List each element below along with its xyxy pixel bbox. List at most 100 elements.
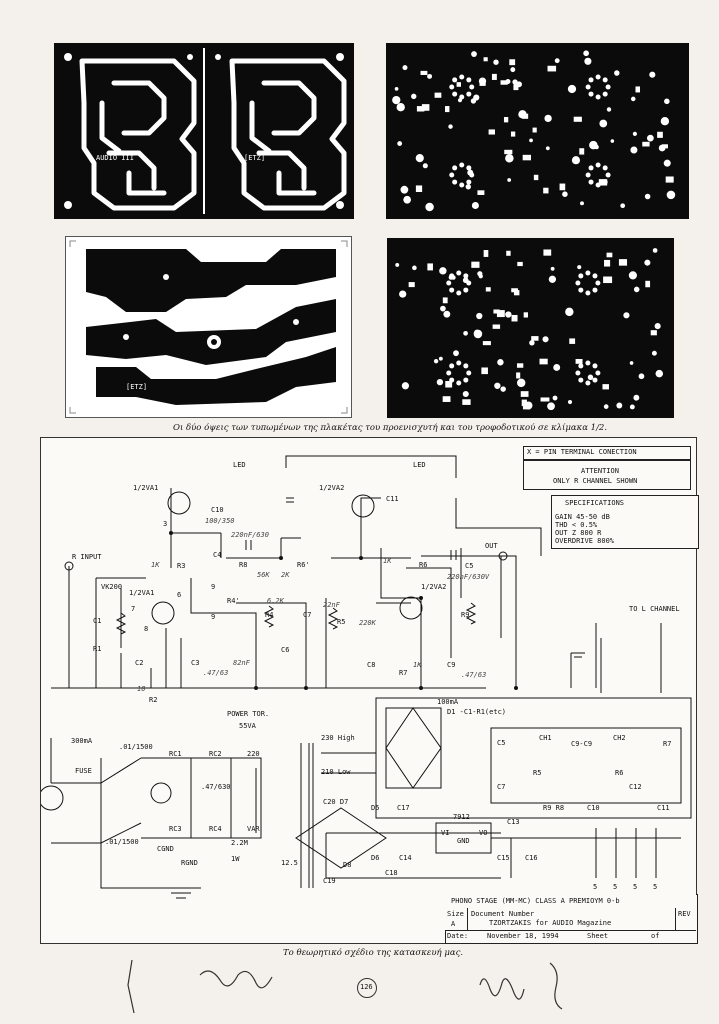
label-r7: R7: [399, 669, 408, 677]
pcb-pad: [522, 402, 531, 410]
pcb-pad: [471, 261, 480, 268]
pcb-pad: [603, 276, 613, 284]
label-gnd: GND: [457, 837, 470, 845]
pcb-bottom-left: AUDIO III [ETZ]: [65, 236, 352, 418]
label-power-tor: POWER TOR.: [227, 710, 270, 718]
label-r4p: R4': [227, 597, 240, 605]
pcb-pad: [408, 282, 415, 288]
label-tube-va2-top: 1/2VA2: [319, 484, 345, 492]
label-out-5b: 5: [613, 883, 618, 891]
pcb-pad: [516, 378, 526, 388]
pcb-pad: [548, 275, 557, 283]
pcb-pad: [507, 178, 512, 182]
label-r5: R5: [337, 618, 346, 626]
label-r3: R3: [177, 562, 186, 570]
pcb-pad: [476, 312, 483, 320]
hw-c7-value: 22nF: [323, 601, 340, 609]
pcb-pad: [445, 106, 450, 113]
label-vk200: VK200: [101, 583, 123, 591]
pcb-ring-pad: [456, 380, 462, 386]
label-fuse: FUSE: [75, 767, 92, 775]
label-c6: C6: [281, 646, 290, 654]
pcb-ring-pad: [459, 182, 465, 188]
label-rc1: RC1: [169, 750, 182, 758]
pcb-pad: [529, 340, 535, 346]
pcb-ring-pad: [575, 280, 581, 286]
pcb-ring-pad: [452, 77, 458, 83]
specifications-box: [551, 495, 699, 549]
pcb-ring-pad: [592, 363, 598, 369]
pcb-ring-pad: [605, 172, 611, 178]
pcb-pad: [575, 358, 583, 364]
pcb-pad: [462, 399, 471, 405]
pcb-ring-pad: [463, 287, 469, 293]
label-cgnd: CGND: [157, 845, 174, 853]
label-led-2: LED: [413, 461, 426, 469]
pcb-pad: [623, 312, 630, 319]
pcb-ring-pad: [452, 165, 458, 171]
hw-r6-value: 2K: [281, 571, 290, 579]
label-c10: C10: [211, 506, 224, 514]
label-vo: VO: [479, 829, 488, 837]
pcb-pad: [443, 310, 451, 318]
label-led-1: LED: [233, 461, 246, 469]
pcb-pad: [559, 183, 566, 191]
pcb-pad: [518, 110, 527, 119]
pcb-pad: [633, 394, 640, 401]
pcb-pad: [491, 73, 497, 80]
pcb-pad: [562, 191, 568, 197]
label-ch1: CH1: [539, 734, 552, 742]
page-number: 126: [360, 983, 373, 991]
pcb-pad: [580, 201, 584, 206]
pcb-ring-pad: [595, 94, 601, 100]
pcb-pad: [412, 265, 417, 271]
label-r9-r8: R9 R8: [543, 804, 565, 812]
pcb-pad: [587, 374, 594, 381]
label-c19: C19: [323, 877, 336, 885]
label-c4: C4: [213, 551, 222, 559]
pcb-pad: [663, 159, 671, 167]
spec-gain: GAIN 45-50 dB: [555, 513, 610, 521]
pcb-pad: [402, 65, 408, 71]
pcb-ring-pad: [459, 162, 465, 168]
pcb-pad: [583, 50, 589, 57]
label-220: 220: [247, 750, 260, 758]
pcb-pad: [516, 372, 521, 379]
pcb-pad: [473, 94, 480, 101]
pcb-pad: [657, 131, 663, 138]
label-r-input: R INPUT: [72, 553, 102, 561]
pcb-ring-pad: [463, 273, 469, 279]
pcb-pad: [439, 267, 447, 275]
pcb-pad: [482, 341, 491, 346]
pcb-ring-pad: [466, 370, 472, 376]
title-block-date-value: November 18, 1994: [487, 932, 559, 940]
label-cap-01-bot: .01/1500: [105, 838, 139, 846]
pcb-pad: [633, 286, 640, 293]
label-c14: C14: [399, 854, 412, 862]
pcb-pad: [505, 311, 512, 318]
label-pin-3: 3: [163, 520, 168, 528]
label-var: VAR: [247, 825, 260, 833]
pcb-ring-pad: [595, 370, 601, 376]
hw-c4-value: 220nF/630: [231, 531, 269, 539]
pcb-pad: [506, 250, 511, 256]
label-c9-c9: C9-C9: [571, 740, 593, 748]
pcb-pad: [645, 280, 651, 288]
pcb-pad: [550, 266, 555, 271]
label-r1: R1: [93, 645, 102, 653]
pcb-pad: [492, 324, 501, 329]
label-out-5d: 5: [653, 883, 658, 891]
pcb-pad: [602, 384, 609, 390]
pcb-pad: [604, 259, 611, 267]
pcb-ring-pad: [602, 179, 608, 185]
pcb-pad: [433, 358, 439, 364]
label-r6p: R6': [297, 561, 310, 569]
pcb-pad: [552, 395, 558, 401]
pcb-pad: [517, 261, 523, 267]
pcb-ring-pad: [466, 280, 472, 286]
pcb-ring-pad: [595, 280, 601, 286]
pcb-pad: [654, 323, 661, 330]
pcb-pad: [481, 367, 488, 375]
label-c11: C11: [386, 495, 399, 503]
label-out: OUT: [485, 542, 498, 550]
